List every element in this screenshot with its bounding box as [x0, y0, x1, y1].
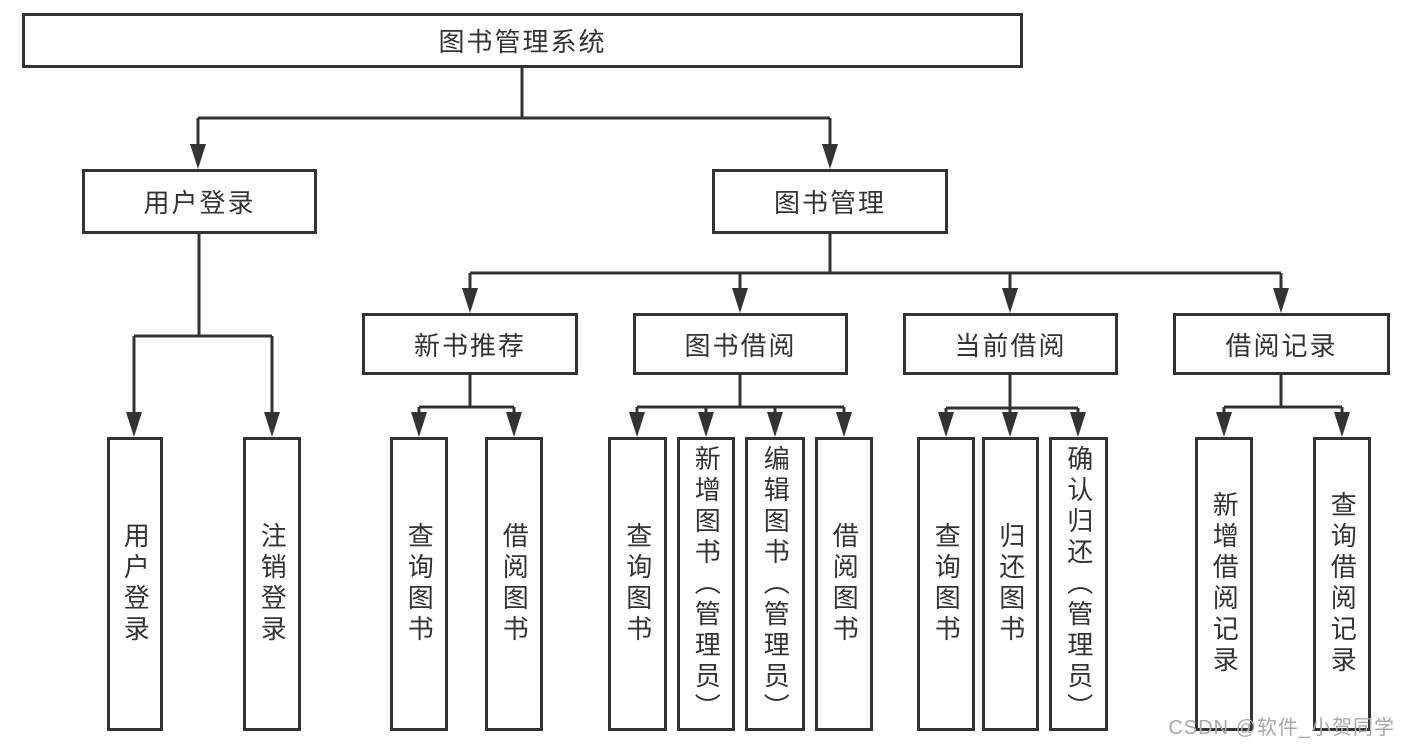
leaf-current-return-books: 归还图书	[982, 437, 1039, 731]
node-label: 借阅记录	[1225, 330, 1338, 361]
leaf-borrow-borrow-books: 借阅图书	[815, 437, 873, 731]
leaf-records-add-record: 新增借阅记录	[1195, 437, 1253, 731]
node-borrow-records: 借阅记录	[1173, 313, 1390, 375]
node-root-system: 图书管理系统	[22, 13, 1023, 68]
node-label: 确认归还（管理员）	[1063, 444, 1094, 724]
node-label: 新书推荐	[413, 330, 526, 361]
node-user-login: 用户登录	[82, 169, 317, 234]
leaf-current-query-books: 查询图书	[917, 437, 975, 731]
connector-new-book-to-leaves	[417, 375, 516, 432]
connector-book-mgmt-to-level3	[468, 234, 1283, 308]
node-label: 当前借阅	[954, 330, 1067, 361]
node-label: 注销登录	[257, 522, 288, 646]
node-book-management: 图书管理	[712, 169, 948, 234]
leaf-newbook-borrow-books: 借阅图书	[485, 437, 543, 731]
node-label: 借阅图书	[829, 522, 860, 646]
node-label: 新增图书（管理员）	[691, 444, 722, 724]
leaf-newbook-query-books: 查询图书	[390, 437, 448, 731]
node-label: 新增借阅记录	[1209, 491, 1240, 677]
node-label: 用户登录	[143, 188, 256, 218]
watermark: CSDN @软件_小贺同学	[1168, 717, 1395, 739]
leaf-borrow-add-book-admin: 新增图书（管理员）	[677, 437, 735, 731]
connector-book-borrow-to-leaves	[635, 375, 846, 432]
node-label: 查询借阅记录	[1327, 491, 1358, 677]
node-label: 图书借阅	[684, 330, 797, 361]
node-current-borrow: 当前借阅	[903, 313, 1118, 375]
arrowheads	[126, 144, 1350, 437]
connector-borrow-records-to-leaves	[1222, 375, 1344, 432]
node-label: 查询图书	[931, 522, 962, 646]
node-label: 图书管理	[773, 188, 886, 218]
leaf-user-login: 用户登录	[107, 437, 163, 731]
leaf-borrow-edit-book-admin: 编辑图书（管理员）	[745, 437, 805, 731]
node-book-borrow: 图书借阅	[633, 313, 848, 375]
node-label: 用户登录	[120, 522, 151, 646]
connector-root-to-level2	[196, 68, 832, 164]
node-new-book-recommend: 新书推荐	[362, 313, 578, 375]
node-label: 查询图书	[404, 522, 435, 646]
node-label: 借阅图书	[499, 522, 530, 646]
leaf-borrow-query-books: 查询图书	[608, 437, 667, 731]
node-label: 图书管理系统	[438, 27, 607, 57]
node-label: 查询图书	[622, 522, 653, 646]
leaf-current-confirm-return-admin: 确认归还（管理员）	[1049, 437, 1108, 731]
node-label: 归还图书	[995, 522, 1026, 646]
leaf-records-query-record: 查询借阅记录	[1313, 437, 1371, 731]
leaf-logout: 注销登录	[243, 437, 301, 731]
node-label: 编辑图书（管理员）	[760, 444, 791, 724]
connector-user-login-to-leaves	[132, 234, 274, 432]
